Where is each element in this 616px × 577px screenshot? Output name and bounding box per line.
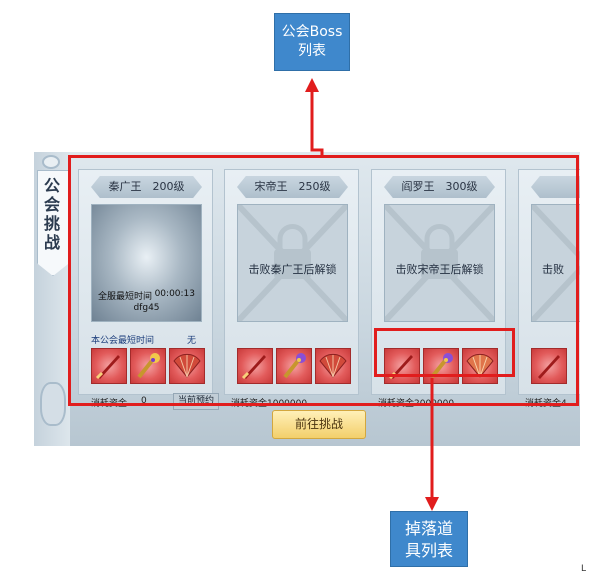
drop-item[interactable] bbox=[315, 348, 351, 384]
boss-card-title: 阎罗王 300级 bbox=[384, 176, 495, 198]
go-challenge-button[interactable]: 前往挑战 bbox=[272, 410, 366, 439]
drop-item[interactable] bbox=[462, 348, 498, 384]
boss-card-title: 宋帝王 250级 bbox=[237, 176, 348, 198]
server-fastest-player: dfg45 bbox=[133, 303, 160, 313]
boss-card-qinguangwang[interactable]: 秦广王 200级 全服最短时间 00:00:13 dfg45 本公会最短时间 无… bbox=[78, 169, 219, 410]
drop-item[interactable] bbox=[531, 348, 567, 384]
server-fastest-label: 全服最短时间 bbox=[98, 292, 153, 302]
purple-staff-icon bbox=[283, 353, 306, 379]
boss-portrait-art bbox=[92, 205, 201, 321]
boss-portrait-locked: 击败宋帝王后解锁 bbox=[384, 204, 495, 322]
drop-item-list bbox=[384, 348, 498, 384]
boss-portrait-locked: 击败秦广王后解锁 bbox=[237, 204, 348, 322]
red-sword-icon bbox=[538, 355, 560, 379]
guild-fastest-value: 无 bbox=[187, 336, 197, 346]
drop-item[interactable] bbox=[423, 348, 459, 384]
drop-item[interactable] bbox=[169, 348, 205, 384]
boss-card-title: 卞 bbox=[531, 176, 580, 198]
fan-icon bbox=[319, 353, 347, 378]
drop-item-list bbox=[531, 348, 580, 384]
drop-item[interactable] bbox=[91, 348, 127, 384]
drop-item[interactable] bbox=[237, 348, 273, 384]
callout-top-line1: 公会Boss bbox=[281, 24, 343, 40]
golden-staff-icon bbox=[137, 353, 160, 379]
fan-icon bbox=[173, 353, 201, 378]
boss-card-songdiwang[interactable]: 宋帝王 250级 击败秦广王后解锁 消耗资金1000000 bbox=[224, 169, 359, 409]
chain-lock-icon bbox=[238, 205, 347, 321]
guild-challenge-panel: 公会挑战 秦广王 200级 全服最短时间 00:00:13 dfg45 本公会最… bbox=[34, 152, 580, 446]
boss-card-yanluowang[interactable]: 阎罗王 300级 击败宋帝王后解锁 消耗资金2000000 bbox=[371, 169, 506, 409]
callout-bottom-line2: 具列表 bbox=[404, 541, 453, 560]
boss-portrait: 全服最短时间 00:00:13 dfg45 bbox=[91, 204, 202, 322]
callout-drop-item-list: 掉落道 具列表 bbox=[390, 511, 468, 567]
drop-item-list bbox=[91, 348, 205, 384]
highlight-frame-boss-list bbox=[68, 155, 579, 406]
unlock-condition: 击败 bbox=[542, 263, 564, 276]
side-tab: 公会挑战 bbox=[34, 152, 70, 446]
guild-fastest-label: 本公会最短时间 bbox=[91, 336, 155, 346]
red-sword-icon bbox=[241, 355, 266, 380]
drop-item-list bbox=[237, 348, 351, 384]
callout-guild-boss-list: 公会Boss 列表 bbox=[274, 13, 350, 71]
chain-lock-icon bbox=[385, 205, 494, 321]
unlock-condition: 击败宋帝王后解锁 bbox=[395, 263, 484, 276]
server-fastest-value: 00:00:13 bbox=[154, 289, 195, 299]
callout-top-line2: 列表 bbox=[298, 43, 326, 59]
red-sword-icon bbox=[95, 355, 120, 380]
cost-value: 0 bbox=[141, 396, 147, 406]
highlight-frame-drop-items bbox=[374, 328, 515, 377]
drop-item[interactable] bbox=[130, 348, 166, 384]
boss-portrait-locked: 击败 bbox=[531, 204, 580, 322]
corner-mark: L bbox=[581, 564, 587, 574]
unlock-condition: 击败秦广王后解锁 bbox=[248, 263, 337, 276]
boss-card-title: 秦广王 200级 bbox=[91, 176, 202, 198]
callout-bottom-line1: 掉落道 bbox=[404, 519, 453, 538]
scroll-ornament-icon bbox=[40, 382, 66, 426]
fan-icon bbox=[466, 353, 494, 378]
cloud-ornament-icon bbox=[42, 155, 60, 169]
drop-item[interactable] bbox=[276, 348, 312, 384]
chain-lock-icon bbox=[532, 205, 580, 321]
side-title: 公会挑战 bbox=[43, 176, 60, 252]
